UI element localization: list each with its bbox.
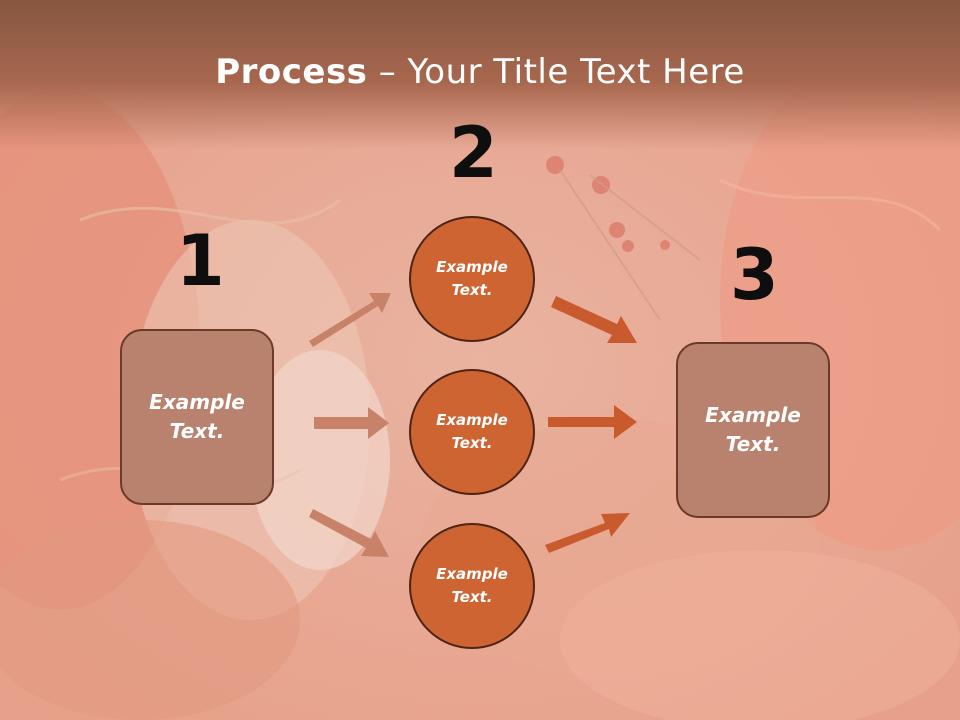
- circle-middle-line2: Text.: [451, 434, 493, 452]
- slide-title: Process – Your Title Text Here: [0, 52, 960, 92]
- step-number-2: 2: [449, 112, 498, 194]
- arrow-left-middle: [314, 407, 389, 439]
- right-box-line2: Text.: [725, 432, 781, 456]
- step-number-1: 1: [176, 220, 225, 302]
- title-bold: Process: [215, 52, 368, 92]
- circle-bottom-line1: Example: [436, 565, 508, 583]
- left-box-line2: Text.: [169, 419, 225, 443]
- circle-bottom-line2: Text.: [451, 588, 493, 606]
- arrow-left-down: [309, 509, 389, 557]
- arrow-right-up: [551, 296, 637, 343]
- circle-top-line2: Text.: [451, 281, 493, 299]
- arrow-right-middle: [548, 405, 637, 439]
- circle-middle-line1: Example: [436, 411, 508, 429]
- left-box-line1: Example: [149, 390, 245, 414]
- right-box-line1: Example: [705, 403, 801, 427]
- title-rest: – Your Title Text Here: [367, 52, 745, 92]
- arrow-left-up: [309, 293, 391, 347]
- title-bar: [0, 0, 960, 150]
- step-number-3: 3: [730, 234, 779, 316]
- arrow-right-down: [545, 513, 630, 553]
- circle-top-line1: Example: [436, 258, 508, 276]
